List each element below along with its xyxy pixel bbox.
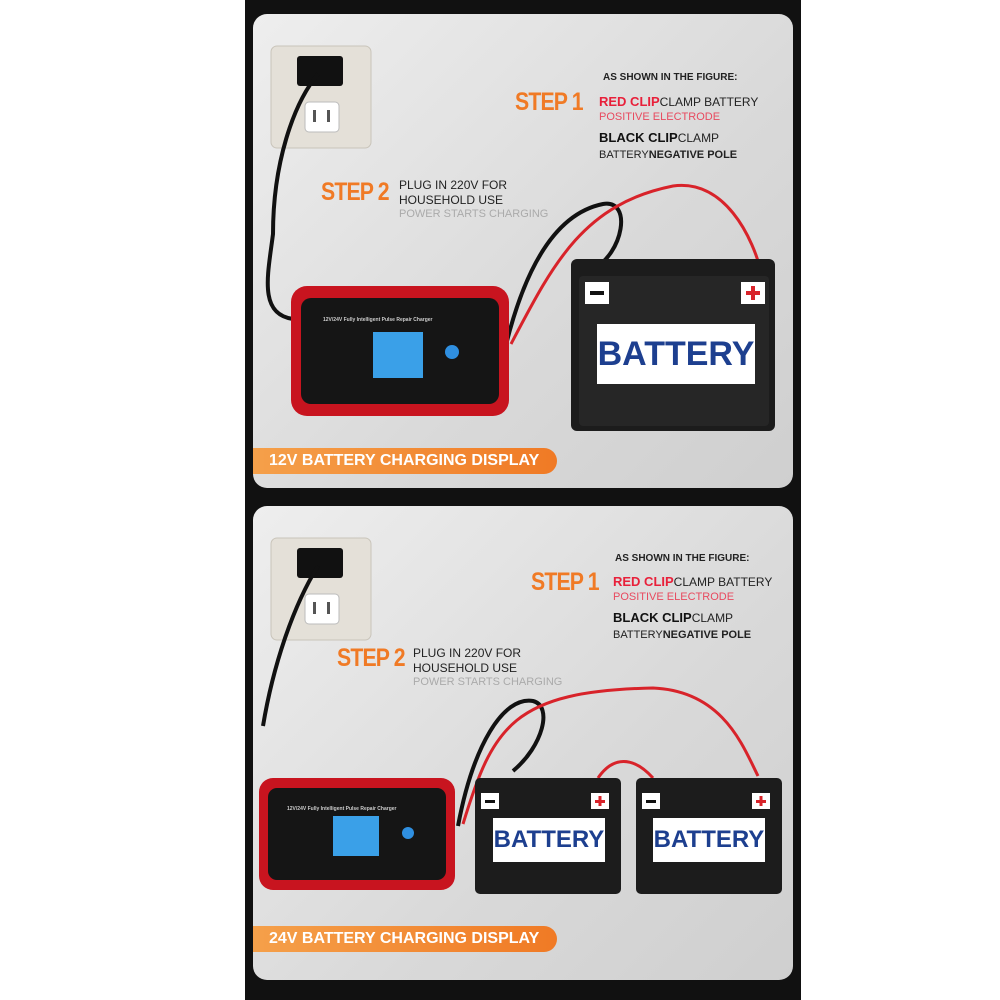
- banner: 24V BATTERY CHARGING DISPLAY: [253, 926, 558, 952]
- plug-line-2: HOUSEHOLD USE: [413, 661, 518, 675]
- panel-12v: BATTERY 12V/24V Fully Intelligent Pulse …: [253, 14, 793, 488]
- battery-label: BATTERY: [493, 818, 605, 862]
- illustration-24v: [259, 537, 782, 894]
- battery-label: BATTERY: [597, 324, 755, 384]
- black-clip: BLACK CLIP: [599, 130, 678, 145]
- wall-outlet-icon: [270, 537, 372, 641]
- illustration-12v: [265, 45, 775, 431]
- power-text: POWER STARTS CHARGING: [413, 676, 563, 688]
- black-clip-desc: CLAMP: [677, 131, 720, 145]
- red-clip-desc: CLAMP BATTERY: [673, 575, 773, 589]
- charger-icon: [291, 286, 509, 416]
- positive-text: POSITIVE ELECTRODE: [599, 111, 721, 123]
- step1-label: STEP 1: [531, 568, 600, 596]
- charger-title: 12V/24V Fully Intelligent Pulse Repair C…: [287, 806, 397, 812]
- step1-label: STEP 1: [515, 88, 584, 116]
- wall-outlet-icon: [270, 45, 372, 149]
- black-clip: BLACK CLIP: [613, 610, 692, 625]
- negative-text: NEGATIVE POLE: [662, 629, 752, 641]
- positive-text: POSITIVE ELECTRODE: [613, 591, 735, 603]
- battery-label-2: BATTERY: [653, 818, 765, 862]
- black-clip-desc: CLAMP: [691, 611, 734, 625]
- plug-line-2: HOUSEHOLD USE: [399, 193, 504, 207]
- charger-title: 12V/24V Fully Intelligent Pulse Repair C…: [323, 317, 433, 323]
- plug-line-1: PLUG IN 220V FOR: [399, 178, 508, 192]
- power-text: POWER STARTS CHARGING: [399, 208, 549, 220]
- red-clip: RED CLIP: [613, 574, 674, 589]
- banner: 12V BATTERY CHARGING DISPLAY: [253, 448, 558, 474]
- intro-text: AS SHOWN IN THE FIGURE:: [615, 553, 750, 564]
- battery-word: BATTERY: [613, 629, 663, 641]
- red-clip-desc: CLAMP BATTERY: [659, 95, 759, 109]
- plug-line-1: PLUG IN 220V FOR: [413, 646, 522, 660]
- charger-icon: [259, 778, 455, 890]
- red-clip: RED CLIP: [599, 94, 660, 109]
- battery-word: BATTERY: [599, 149, 649, 161]
- step2-label: STEP 2: [321, 178, 390, 206]
- panel-24v: BATTERY BATTERY 12V/24V Fully Intelligen…: [253, 506, 793, 980]
- step2-label: STEP 2: [337, 644, 406, 672]
- negative-text: NEGATIVE POLE: [648, 149, 738, 161]
- intro-text: AS SHOWN IN THE FIGURE:: [603, 72, 738, 83]
